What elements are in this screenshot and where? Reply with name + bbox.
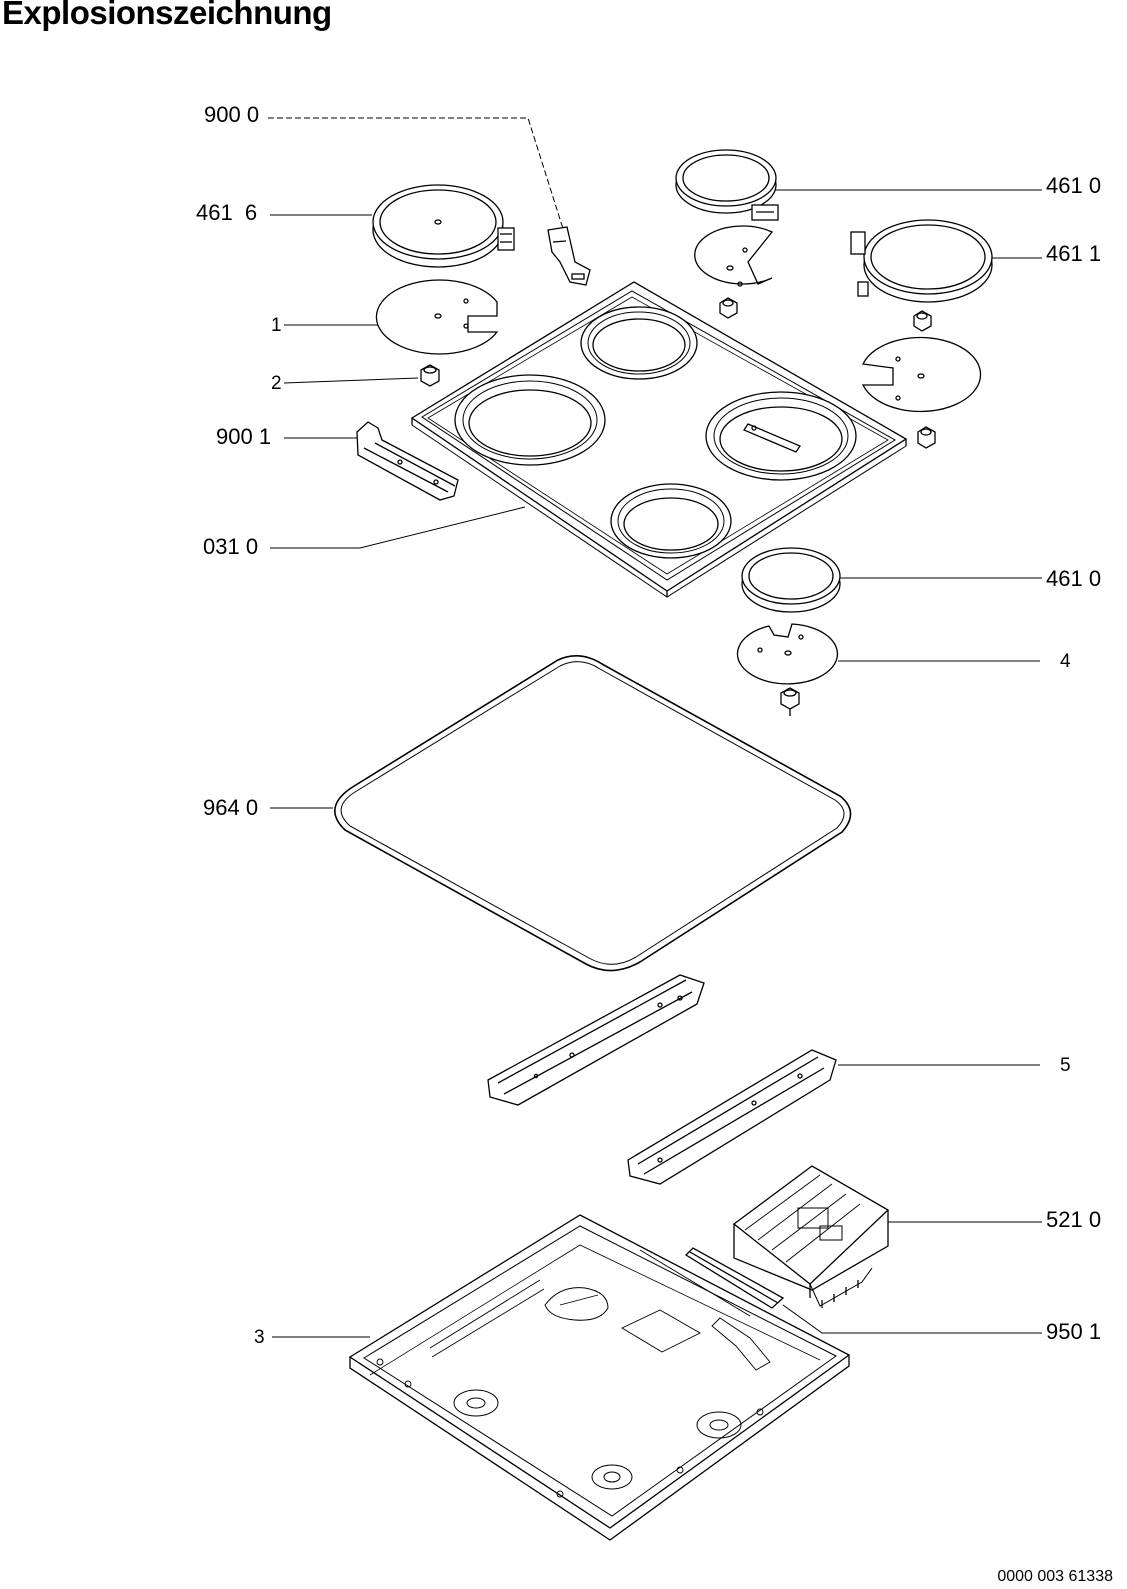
label-2: 2 — [271, 373, 282, 394]
nut-right — [913, 310, 932, 332]
leader-9000 — [268, 117, 566, 236]
hotplate-461-0-top — [675, 149, 779, 221]
reflector-plate-4 — [736, 623, 839, 685]
leader-0310 — [270, 506, 526, 549]
frame-opening-top — [580, 306, 698, 380]
leader-9501 — [782, 1304, 1042, 1334]
label-950-1: 950 1 — [1046, 1319, 1102, 1344]
support-strip-upper — [487, 974, 705, 1106]
frame-opening-right — [705, 391, 857, 481]
label-5: 5 — [1060, 1055, 1071, 1076]
nut-2 — [420, 364, 440, 387]
label-031-0: 031 0 — [203, 534, 259, 559]
leader-2 — [283, 377, 419, 384]
label-900-1: 900 1 — [216, 424, 272, 449]
hotplate-461-1 — [850, 219, 993, 303]
hotplate-461-0-middle — [741, 547, 841, 613]
page-title: Explosionszeichnung — [2, 0, 332, 31]
nut-4 — [780, 687, 800, 716]
cooktop-frame-031-0 — [410, 281, 908, 598]
label-461-0-middle: 461 0 — [1046, 566, 1102, 591]
seal-964-0 — [334, 655, 852, 972]
frame-opening-left — [454, 374, 606, 466]
base-tray-3 — [348, 1214, 851, 1541]
support-strip-5 — [627, 1049, 837, 1185]
leader-lines — [268, 117, 1042, 1338]
nut-right-lower — [917, 426, 936, 449]
label-4: 4 — [1060, 651, 1071, 672]
reflector-plate-1 — [375, 279, 499, 355]
label-1: 1 — [271, 315, 282, 336]
label-521-0: 521 0 — [1046, 1207, 1102, 1232]
hotplate-461-6 — [372, 184, 515, 268]
reflector-plate-right — [861, 336, 982, 413]
label-900-0: 900 0 — [204, 102, 260, 127]
label-461-6: 461 6 — [196, 200, 258, 225]
terminal-block-521-0 — [732, 1165, 890, 1308]
bracket-900-0 — [547, 226, 591, 286]
nut-top — [719, 297, 738, 319]
label-3: 3 — [254, 1327, 265, 1348]
frame-opening-bottom — [610, 483, 732, 559]
label-461-0-top: 461 0 — [1046, 173, 1102, 198]
rail-900-1 — [356, 421, 459, 501]
document-number: 0000 003 61338 — [997, 1568, 1113, 1585]
insulation-strip-950-1 — [684, 1247, 785, 1309]
label-964-0: 964 0 — [203, 795, 259, 820]
label-461-1: 461 1 — [1046, 241, 1102, 266]
reflector-plate-top — [694, 225, 774, 287]
